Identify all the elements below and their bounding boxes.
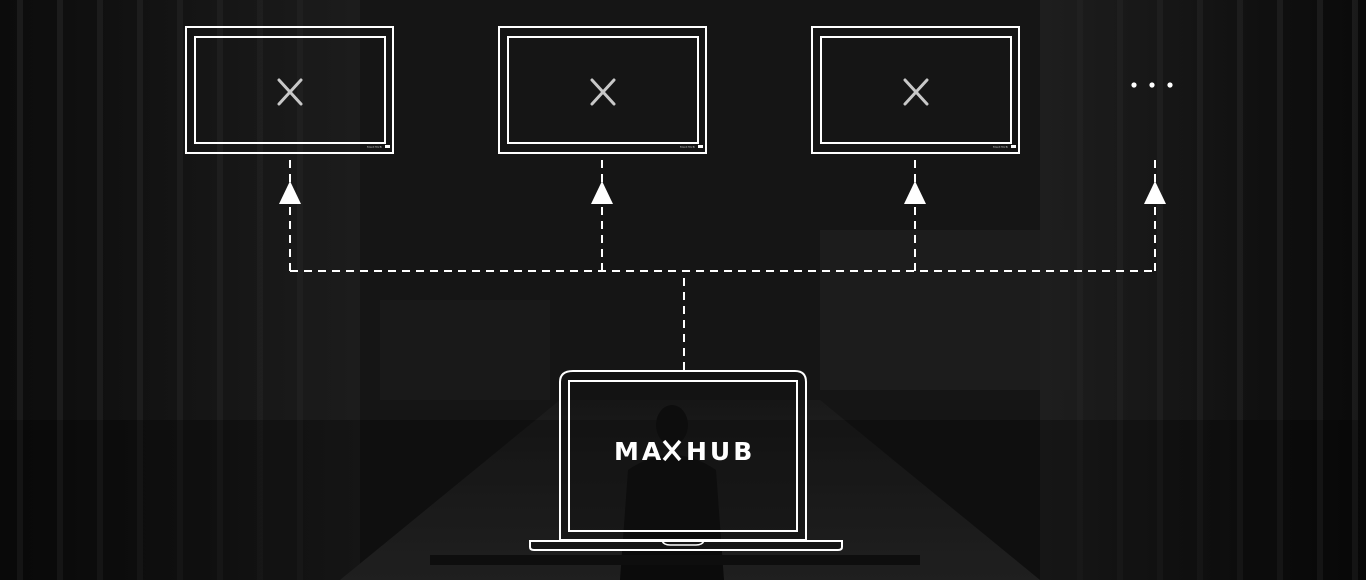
maxhub-logo: MA X HUB (614, 437, 755, 466)
maxhub-x-logo-icon (903, 78, 929, 106)
display-outer-frame (811, 26, 1020, 154)
ellipsis-dot (1149, 82, 1155, 88)
brand-mark: X (662, 437, 684, 466)
ellipsis-dot (1167, 82, 1173, 88)
display-outer-frame (498, 26, 707, 154)
arrow-up-icon (591, 181, 613, 204)
laptop-screen (568, 380, 798, 532)
display-badge: MAXHUB (367, 145, 382, 149)
display-outer-frame (185, 26, 394, 154)
display-badge: MAXHUB (993, 145, 1008, 149)
display-badge: MAXHUB (680, 145, 695, 149)
display-1: MAXHUB (185, 26, 394, 154)
display-2: MAXHUB (498, 26, 707, 154)
brand-prefix: MA (614, 437, 664, 466)
power-led (385, 145, 390, 148)
arrow-up-icon (904, 181, 926, 204)
display-inner-screen (507, 36, 699, 144)
arrow-up-icon (279, 181, 301, 204)
arrow-up-icon (1144, 181, 1166, 204)
connection-lines (289, 154, 1156, 370)
ellipsis-dot (1131, 82, 1137, 88)
more-displays-indicator (1131, 82, 1173, 88)
power-led (698, 145, 703, 148)
maxhub-x-logo-icon (277, 78, 303, 106)
brand-suffix: HUB (686, 437, 755, 466)
laptop-notch (661, 540, 705, 546)
display-inner-screen (194, 36, 386, 144)
display-3: MAXHUB (811, 26, 1020, 154)
power-led (1011, 145, 1016, 148)
arrowheads (279, 181, 1166, 204)
laptop: MA X HUB (529, 370, 843, 551)
maxhub-x-logo-icon (590, 78, 616, 106)
maxhub-x-icon (662, 439, 682, 462)
display-inner-screen (820, 36, 1012, 144)
